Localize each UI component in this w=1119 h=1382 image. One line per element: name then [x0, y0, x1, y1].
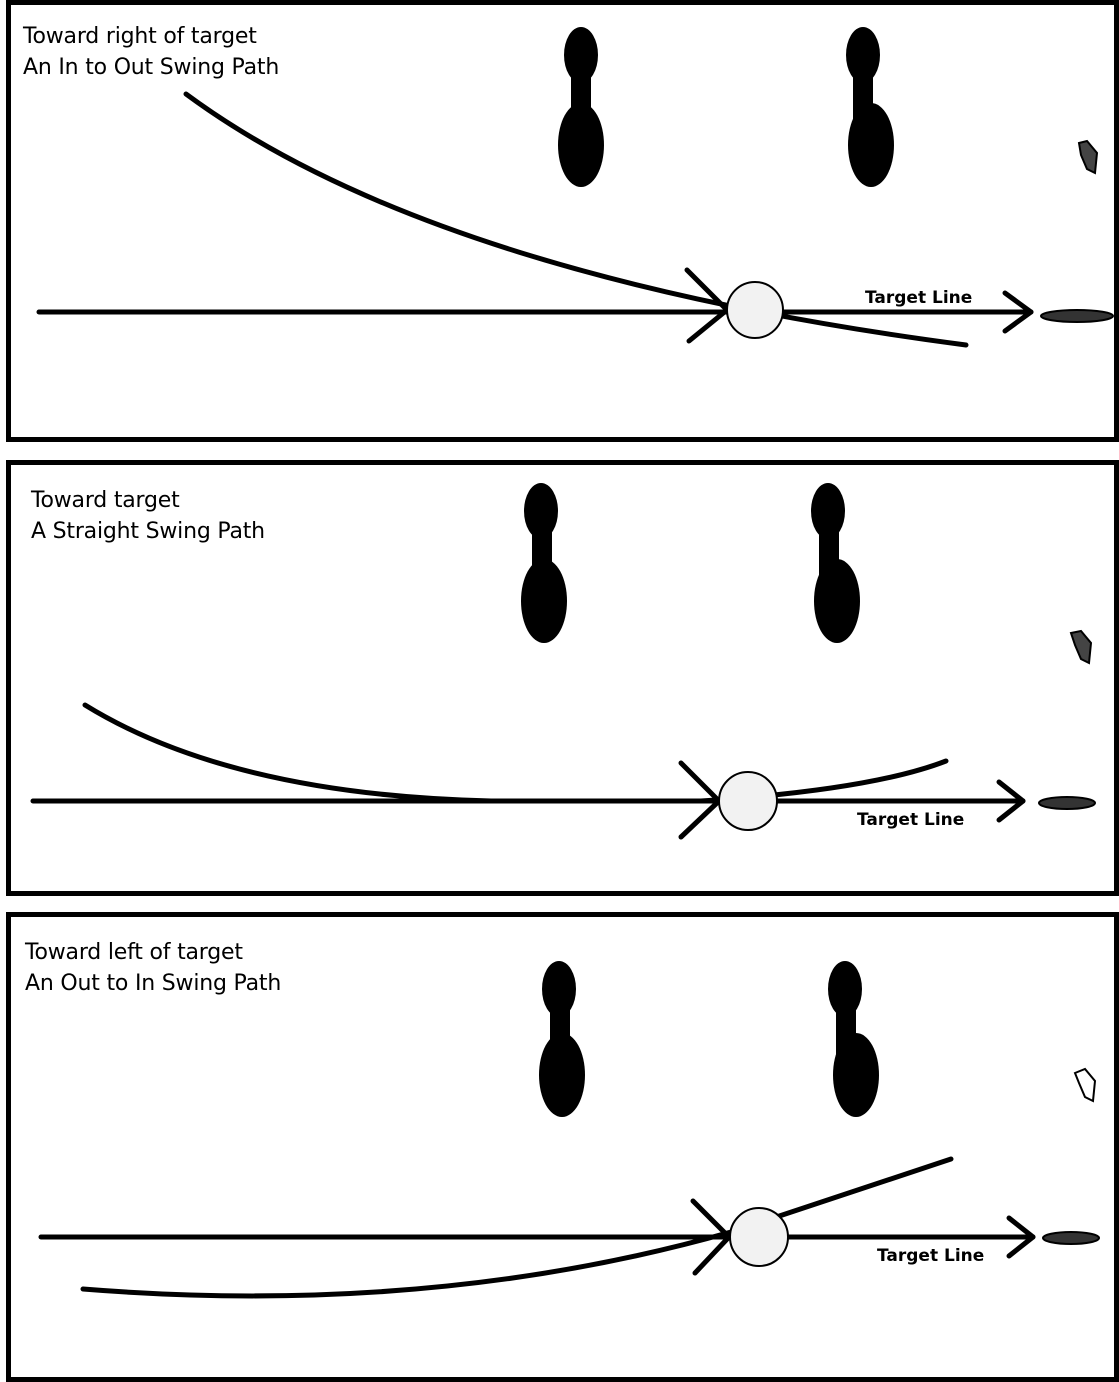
golf-ball-icon [730, 1208, 788, 1266]
flag-icon [1079, 141, 1097, 173]
clubface-line [693, 1201, 729, 1237]
swing-path-curve [85, 705, 946, 801]
left-footprint-icon [539, 961, 585, 1117]
flag-icon [1071, 631, 1091, 663]
clubface-line [689, 310, 727, 341]
target-line-label: Target Line [877, 1246, 984, 1266]
target-line-label: Target Line [865, 288, 972, 308]
diagram-panel-straight: Toward target A Straight Swing Path Targ… [6, 460, 1119, 896]
swing-path-curve [83, 1159, 951, 1296]
right-footprint-icon [828, 961, 879, 1117]
swing-diagram: Target Line [11, 917, 1119, 1376]
left-footprint-icon [558, 27, 604, 187]
diagram-panel-out-to-in: Toward left of target An Out to In Swing… [6, 912, 1119, 1382]
target-line-label: Target Line [857, 810, 964, 830]
left-footprint-icon [521, 483, 567, 643]
hole-icon [1041, 310, 1113, 322]
clubface-line [681, 763, 719, 801]
hole-icon [1039, 797, 1095, 809]
right-footprint-icon [811, 483, 860, 643]
golf-ball-icon [727, 282, 783, 338]
hole-icon [1043, 1232, 1099, 1244]
flag-icon [1075, 1069, 1095, 1101]
clubface-line [687, 270, 727, 310]
swing-diagram: Target Line [11, 5, 1119, 447]
right-footprint-icon [846, 27, 894, 187]
clubface-line [681, 801, 719, 837]
golf-ball-icon [719, 772, 777, 830]
swing-diagram: Target Line [11, 465, 1119, 901]
diagram-panel-in-to-out: Toward right of target An In to Out Swin… [6, 0, 1119, 442]
